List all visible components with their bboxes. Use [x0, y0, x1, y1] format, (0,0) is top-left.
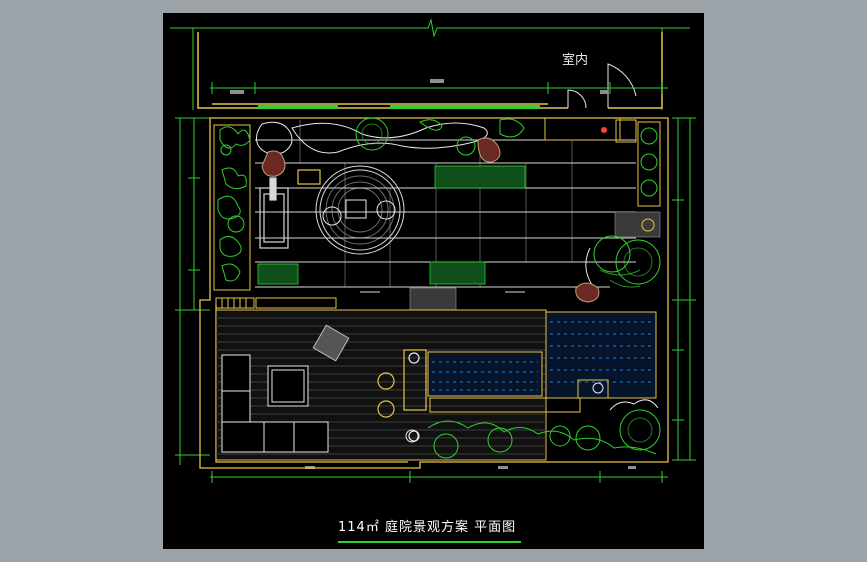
steps: [215, 291, 525, 309]
right-dimension: [672, 117, 696, 461]
planter-pots: [637, 121, 661, 232]
sofa-set: [221, 324, 350, 453]
gravel-patches: [409, 211, 661, 311]
house-wall: [197, 32, 663, 109]
room-label: 室内: [562, 53, 589, 68]
door-swing: [567, 63, 637, 109]
rock-garden: [256, 117, 525, 177]
left-dimension: [175, 117, 210, 465]
round-deck: [315, 165, 405, 255]
grass-patches: [257, 165, 526, 285]
title-underline: [338, 541, 521, 543]
window-strip: [258, 105, 540, 109]
lounge-chairs: [377, 349, 427, 442]
bottom-planting-bed: [405, 399, 661, 459]
top-break-line: [170, 18, 690, 110]
bench-structure: [259, 169, 321, 249]
tree-cluster-right: [575, 235, 661, 303]
top-dimension: [210, 79, 668, 94]
site-plan: [170, 18, 696, 483]
pond: [427, 311, 657, 413]
terrace-paving: [255, 120, 636, 288]
left-planting-bed: [213, 124, 251, 291]
drawing-title: 114㎡ 庭院景观方案 平面图: [338, 520, 517, 535]
counter: [544, 117, 637, 143]
